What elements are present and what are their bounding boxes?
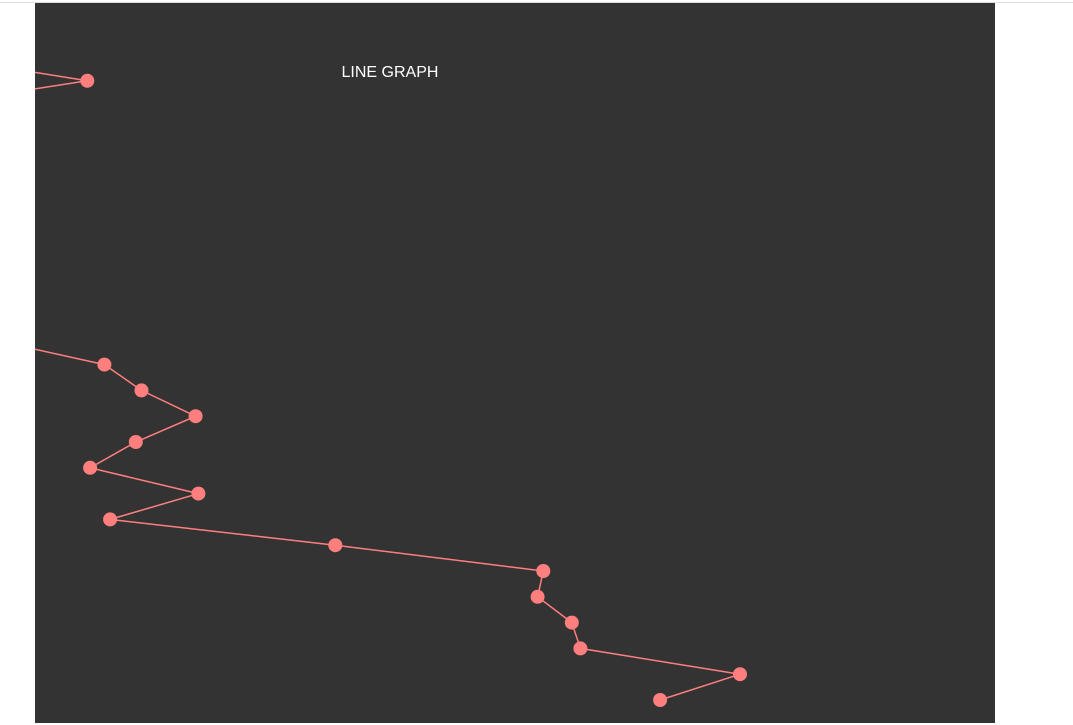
data-point-12[interactable]	[97, 357, 112, 372]
chart-title: LINE GRAPH	[342, 64, 439, 81]
top-divider	[0, 2, 1073, 3]
data-point-20[interactable]	[536, 564, 551, 578]
data-point-22[interactable]	[564, 615, 579, 630]
chart-svg: LINE GRAPH	[35, 3, 995, 723]
data-point-23[interactable]	[573, 641, 588, 656]
data-point-25[interactable]	[653, 693, 668, 707]
series-layer	[35, 71, 747, 707]
data-point-14[interactable]	[188, 409, 203, 424]
data-point-16[interactable]	[83, 460, 98, 475]
line-graph-chart: LINE GRAPH	[35, 3, 995, 723]
data-point-21[interactable]	[530, 589, 545, 604]
data-point-1[interactable]	[80, 73, 95, 88]
data-point-24[interactable]	[733, 667, 747, 682]
data-point-17[interactable]	[191, 486, 206, 501]
data-point-15[interactable]	[128, 435, 143, 449]
data-point-13[interactable]	[134, 383, 149, 398]
chart-background	[35, 3, 995, 723]
data-point-18[interactable]	[103, 512, 118, 527]
data-point-19[interactable]	[328, 538, 343, 553]
